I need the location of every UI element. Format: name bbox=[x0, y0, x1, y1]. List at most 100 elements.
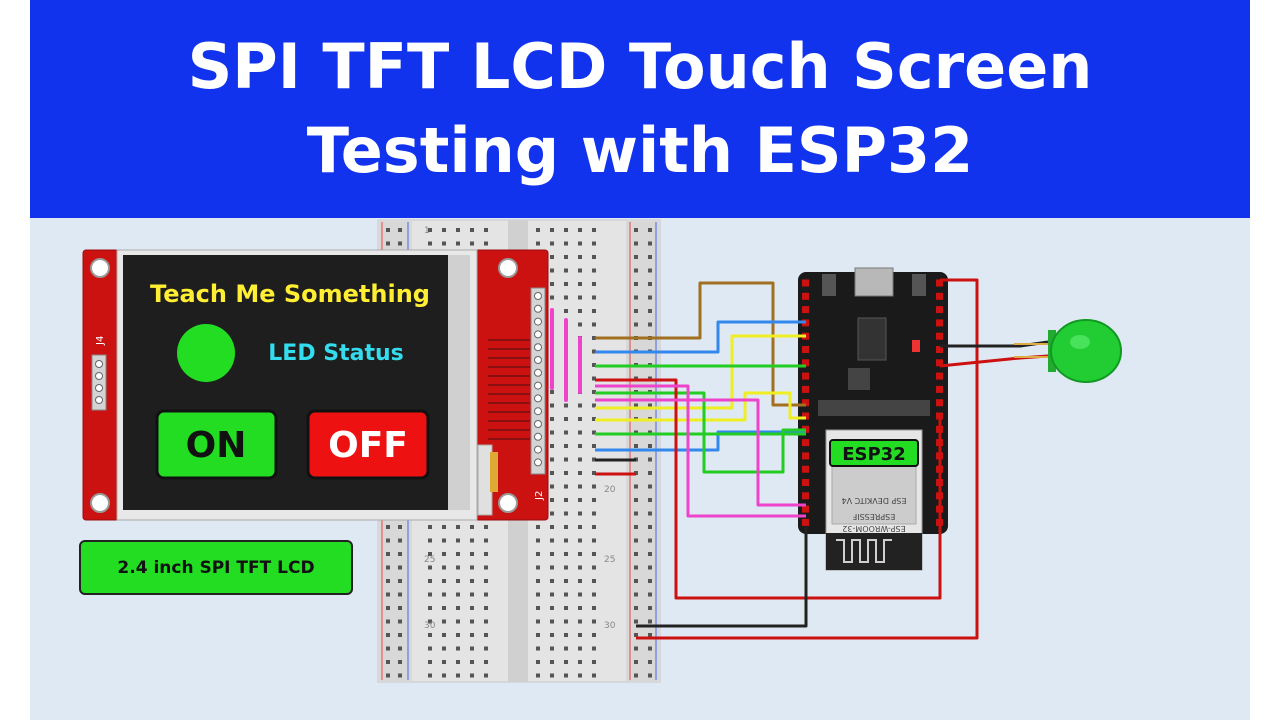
breadboard-hole bbox=[578, 241, 582, 246]
row-number: 20 bbox=[604, 485, 616, 495]
breadboard-hole bbox=[648, 403, 652, 408]
breadboard-hole bbox=[648, 268, 652, 273]
breadboard-hole bbox=[634, 322, 638, 327]
breadboard-hole bbox=[564, 457, 568, 462]
header-pin bbox=[534, 394, 542, 403]
breadboard-hole bbox=[428, 552, 432, 556]
breadboard-hole bbox=[634, 444, 638, 448]
breadboard-hole bbox=[564, 619, 568, 624]
esp32-pin bbox=[802, 292, 809, 300]
breadboard-hole bbox=[634, 498, 638, 502]
header-pin bbox=[95, 396, 103, 404]
breadboard-hole bbox=[648, 565, 652, 570]
breadboard-hole bbox=[592, 592, 596, 597]
breadboard-hole bbox=[470, 565, 474, 570]
breadboard-hole bbox=[428, 606, 432, 610]
breadboard-hole bbox=[564, 241, 568, 246]
esp32-pin bbox=[936, 372, 943, 380]
breadboard-hole bbox=[550, 552, 554, 556]
breadboard-hole bbox=[386, 619, 390, 624]
breadboard-hole bbox=[550, 241, 554, 246]
mount-hole bbox=[498, 258, 518, 278]
header-pin bbox=[95, 360, 103, 368]
breadboard-hole bbox=[550, 673, 554, 678]
breadboard-hole bbox=[536, 525, 540, 529]
row-number: 30 bbox=[604, 621, 616, 631]
module-caption-box: 2.4 inch SPI TFT LCD bbox=[79, 540, 353, 595]
header-pin bbox=[534, 356, 542, 364]
screen-edge bbox=[448, 255, 470, 510]
wire-red-1 bbox=[595, 378, 942, 600]
esp32-pin bbox=[802, 479, 809, 486]
esp32-pin bbox=[936, 292, 943, 300]
breadboard-hole bbox=[484, 525, 488, 529]
row-number: 1 bbox=[424, 226, 430, 236]
breadboard-hole bbox=[484, 552, 488, 556]
esp32-pin bbox=[802, 279, 809, 287]
wire-blue-2 bbox=[595, 430, 806, 452]
button-boot bbox=[912, 274, 926, 296]
mount-hole bbox=[90, 258, 110, 278]
header-pin bbox=[95, 384, 103, 392]
breadboard-hole bbox=[428, 241, 432, 246]
breadboard-hole bbox=[578, 228, 582, 232]
esp32-pin bbox=[802, 505, 809, 513]
breadboard-hole bbox=[456, 525, 460, 529]
breadboard-hole bbox=[564, 484, 568, 489]
breadboard-hole bbox=[578, 565, 582, 570]
breadboard-hole bbox=[634, 268, 638, 273]
breadboard-hole bbox=[634, 511, 638, 516]
breadboard-hole bbox=[648, 444, 652, 448]
header-pin bbox=[534, 304, 542, 313]
j4-pins bbox=[95, 360, 103, 404]
wire-pink-1 bbox=[595, 384, 806, 518]
breadboard-hole bbox=[536, 633, 540, 637]
breadboard-hole bbox=[578, 511, 582, 516]
breadboard-hole bbox=[484, 633, 488, 637]
breadboard-hole bbox=[648, 646, 652, 651]
breadboard-hole bbox=[428, 592, 432, 597]
title-banner: SPI TFT LCD Touch Screen Testing with ES… bbox=[30, 0, 1250, 218]
esp32-pin bbox=[936, 385, 943, 393]
flex-cable bbox=[477, 444, 493, 516]
breadboard-hole bbox=[456, 565, 460, 570]
breadboard-hole bbox=[578, 619, 582, 624]
breadboard-hole bbox=[536, 579, 540, 583]
breadboard-hole bbox=[470, 673, 474, 678]
breadboard-hole bbox=[592, 444, 596, 448]
breadboard-hole bbox=[648, 295, 652, 300]
breadboard-hole bbox=[564, 552, 568, 556]
breadboard-hole bbox=[592, 457, 596, 462]
breadboard-hole bbox=[578, 660, 582, 664]
on-button[interactable]: ON bbox=[155, 409, 278, 480]
breadboard-hole bbox=[578, 417, 582, 421]
breadboard-hole bbox=[484, 538, 488, 543]
breadboard-hole bbox=[564, 282, 568, 286]
breadboard-hole bbox=[648, 282, 652, 286]
breadboard-hole bbox=[634, 552, 638, 556]
breadboard-hole bbox=[648, 660, 652, 664]
wire-brown bbox=[595, 281, 806, 407]
breadboard-hole bbox=[564, 444, 568, 448]
breadboard-hole bbox=[398, 241, 402, 246]
wire-yellow-1 bbox=[595, 334, 806, 410]
breadboard-hole bbox=[634, 255, 638, 259]
breadboard-hole bbox=[550, 525, 554, 529]
off-button[interactable]: OFF bbox=[306, 409, 430, 480]
breadboard-hole bbox=[484, 673, 488, 678]
breadboard-hole bbox=[536, 552, 540, 556]
title-line-1: SPI TFT LCD Touch Screen bbox=[187, 30, 1093, 103]
breadboard-hole bbox=[550, 619, 554, 624]
breadboard-hole bbox=[550, 471, 554, 475]
j2-pins bbox=[534, 292, 542, 467]
breadboard-hole bbox=[564, 646, 568, 651]
breadboard-hole bbox=[634, 295, 638, 300]
breadboard-hole bbox=[550, 444, 554, 448]
breadboard-hole bbox=[592, 606, 596, 610]
led-body bbox=[1050, 319, 1122, 383]
breadboard-hole bbox=[592, 660, 596, 664]
on-button-label: ON bbox=[186, 425, 247, 466]
breadboard-hole bbox=[564, 309, 568, 313]
breadboard-hole bbox=[578, 606, 582, 610]
breadboard-hole bbox=[564, 255, 568, 259]
